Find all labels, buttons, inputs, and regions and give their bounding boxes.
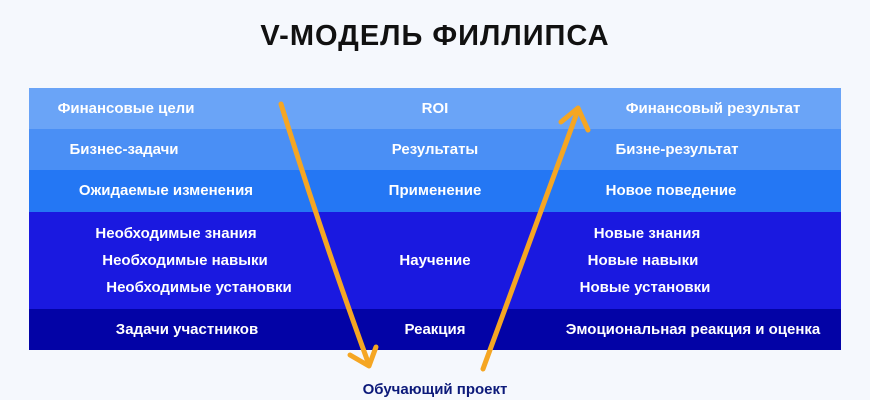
level-row-business: Бизнес-задачи Результаты Бизне-результат <box>29 129 841 170</box>
left-cell: Необходимые установки <box>106 279 292 296</box>
middle-cell: ROI <box>421 100 449 117</box>
v-model-table: Финансовые цели ROI Финансовый результат… <box>29 88 841 350</box>
left-cell: Ожидаемые изменения <box>78 182 254 199</box>
right-cell: Финансовый результат <box>625 100 801 117</box>
up-arrow-icon <box>480 105 591 372</box>
middle-cell: Результаты <box>391 141 479 158</box>
left-cell: Необходимые знания <box>95 225 257 242</box>
level-row-reaction: Задачи участников Реакция Эмоциональная … <box>29 309 841 350</box>
level-row-learning: Необходимые знания Необходимые навыки Не… <box>29 212 841 309</box>
diagram-title: V-МОДЕЛЬ ФИЛЛИПСА <box>260 20 610 52</box>
left-cell: Бизнес-задачи <box>69 141 179 158</box>
right-cell: Эмоциональная реакция и оценка <box>565 321 821 338</box>
level-row-application: Ожидаемые изменения Применение Новое пов… <box>29 170 841 212</box>
middle-cell: Реакция <box>404 321 466 338</box>
middle-cell: Научение <box>399 252 471 269</box>
right-cell: Новое поведение <box>605 182 737 199</box>
left-cell: Финансовые цели <box>57 100 195 117</box>
right-cell: Новые навыки <box>587 252 699 269</box>
right-cell: Бизне-результат <box>615 141 739 158</box>
right-cell: Новые установки <box>579 279 711 296</box>
left-cell: Задачи участников <box>115 321 259 338</box>
level-row-financial: Финансовые цели ROI Финансовый результат <box>29 88 841 129</box>
left-cell: Необходимые навыки <box>102 252 268 269</box>
training-project-label: Обучающий проект <box>362 381 508 398</box>
down-arrow-icon <box>278 101 379 369</box>
right-cell: Новые знания <box>593 225 701 242</box>
middle-cell: Применение <box>388 182 482 199</box>
